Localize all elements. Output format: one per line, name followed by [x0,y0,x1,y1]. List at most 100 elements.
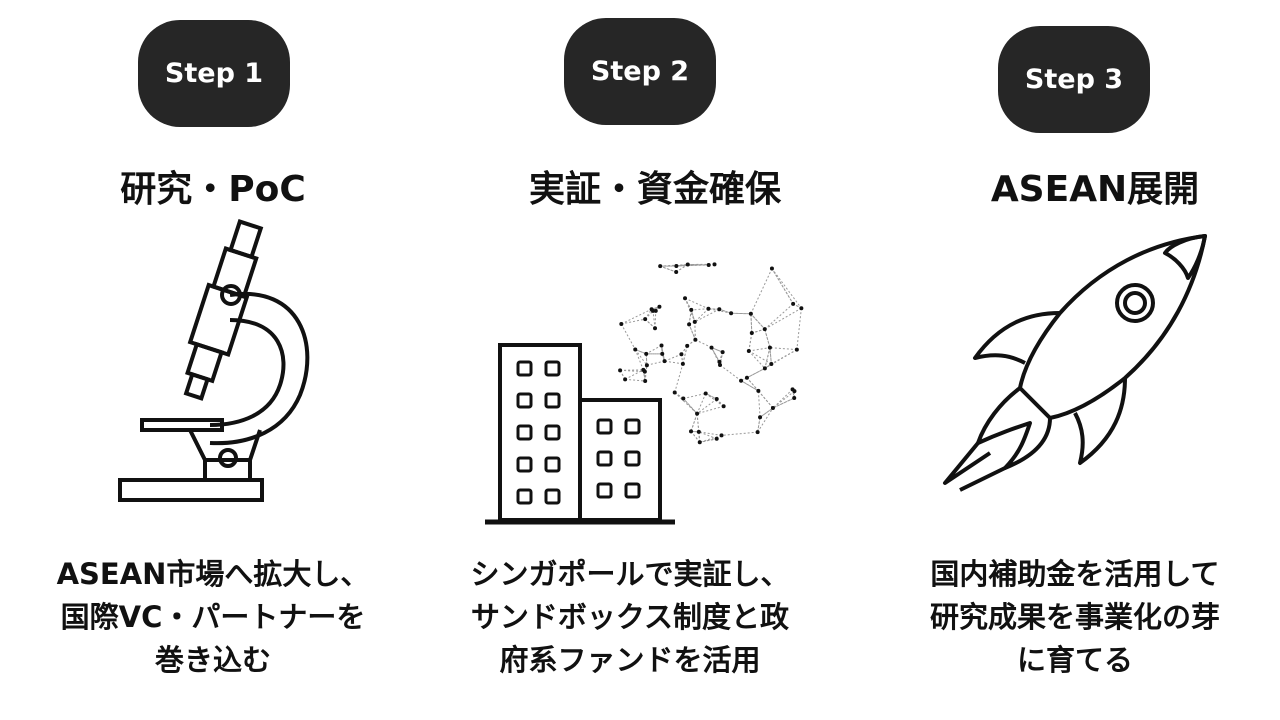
network-link [652,310,656,329]
network-link [750,313,766,330]
network-node [714,396,719,401]
network-node [799,306,804,311]
network-link [645,345,662,355]
network-link [620,369,645,373]
network-node [762,327,767,332]
step-3-title: ASEAN展開 [990,169,1200,210]
network-node [706,262,711,267]
network-link [683,392,706,399]
network-node [680,361,685,366]
network-link [757,407,774,433]
network-link [644,318,656,329]
network-node [659,343,664,348]
network-link [682,345,688,364]
description-line: 府系ファンドを活用 [499,643,761,677]
network-link [696,413,700,432]
window [596,418,613,435]
network-node [657,304,662,309]
network-link [664,353,682,362]
description-line: 研究成果を事業化の芽 [929,600,1220,634]
network-node [718,363,723,368]
network-node [696,429,701,434]
network-link [688,309,692,325]
network-link [695,339,712,349]
step-2-label: Step 2 [590,56,690,87]
network-link [750,313,753,334]
step-2-badge: Step 2 [564,18,716,125]
network-link [769,347,772,364]
network-node [749,331,754,336]
network-link [751,328,765,334]
network-node [729,311,734,316]
network-link [621,318,646,325]
step-1-title: 研究・PoC [120,169,306,210]
network-link [764,329,771,348]
window [544,424,561,441]
step-1-label: Step 1 [164,58,264,89]
network-link [771,268,802,309]
window [544,488,561,505]
network-node [794,347,799,352]
city-network-icon [485,262,804,525]
window [516,456,533,473]
network-link [688,324,696,340]
network-link [748,350,772,365]
network-link [772,389,793,409]
network-link [664,360,683,365]
network-link [690,413,698,432]
network-node [660,351,665,356]
window [544,392,561,409]
window [596,450,613,467]
network-node [719,433,724,438]
network-node [714,436,719,441]
window [516,392,533,409]
network-link [646,360,665,366]
step-2-description: シンガポールで実証し、 サンドボックス制度と政 府系ファンドを活用 [420,553,840,682]
network-link [620,323,636,350]
network-link [696,398,718,415]
network-node [756,388,761,393]
network-link [796,308,802,350]
window [624,482,641,499]
network-node [712,262,717,267]
rocket-icon [943,234,1207,492]
network-link [696,405,724,415]
network-node [748,311,753,316]
description-line: サンドボックス制度と政 [470,600,790,634]
network-node [633,347,638,352]
network-link [746,367,766,379]
network-node [755,430,760,435]
network-link [634,349,648,366]
window [516,488,533,505]
network-node [685,262,690,267]
network-link [772,390,795,409]
step-2-title: 実証・資金確保 [528,169,781,210]
step-3-label: Step 3 [1024,64,1124,95]
step-1-description: ASEAN市場へ拡大し、 国際VC・パートナーを 巻き込む [3,553,423,682]
network-link [748,332,753,352]
network-link [691,308,709,311]
microscope-icon [118,219,310,502]
network-link [621,308,652,325]
network-node [643,379,648,384]
network-node [643,317,648,322]
network-node [642,369,647,374]
window [596,482,613,499]
network-link [757,390,761,418]
network-node [709,345,714,350]
network-node [658,264,663,269]
network-node [720,350,725,355]
network-node [693,337,698,342]
network-node [618,368,623,373]
network-link [731,312,751,315]
network-link [705,393,724,407]
network-node [697,440,702,445]
network-link [660,263,688,267]
network-node [653,326,658,331]
network-link [746,377,759,392]
description-line: シンガポールで実証し、 [470,557,790,591]
network-node [767,345,772,350]
network-node [623,377,628,382]
network-link [694,308,709,323]
window [544,360,561,377]
